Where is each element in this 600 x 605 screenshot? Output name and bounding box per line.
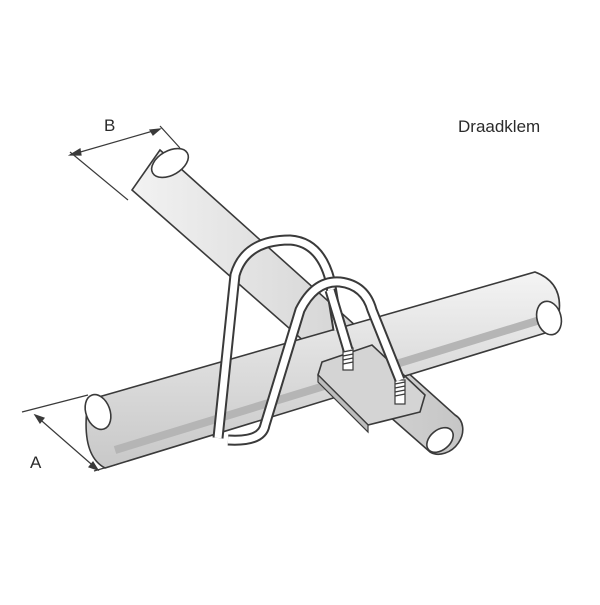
dimension-b bbox=[67, 125, 181, 201]
threaded-rod-left bbox=[342, 347, 354, 371]
dimension-a-label: A bbox=[30, 453, 42, 472]
dimension-a-arrow-bottom bbox=[87, 460, 100, 472]
dimension-a-line bbox=[34, 414, 99, 471]
product-title: Draadklem bbox=[458, 117, 541, 136]
dimension-b-line bbox=[69, 128, 161, 156]
wire-loop-back bbox=[212, 234, 344, 439]
threaded-rod-right bbox=[394, 379, 406, 405]
dimension-b-label: B bbox=[104, 116, 116, 135]
wire-loop-front bbox=[227, 276, 406, 446]
dimension-b-arrow-left bbox=[67, 148, 82, 156]
diagonal-pipe-end-top bbox=[150, 147, 190, 179]
dimension-b-arrow-right bbox=[148, 128, 162, 136]
dimension-b-extension-right bbox=[159, 125, 181, 149]
dimension-a-arrow-top bbox=[33, 413, 46, 425]
dimension-a-extension-top bbox=[21, 394, 89, 413]
dimension-b-extension-left bbox=[69, 151, 129, 201]
diagonal-pipe-end-bottom bbox=[426, 426, 454, 454]
horizontal-pipe-end-left bbox=[84, 393, 112, 431]
horizontal-pipe-end-right bbox=[535, 300, 563, 336]
